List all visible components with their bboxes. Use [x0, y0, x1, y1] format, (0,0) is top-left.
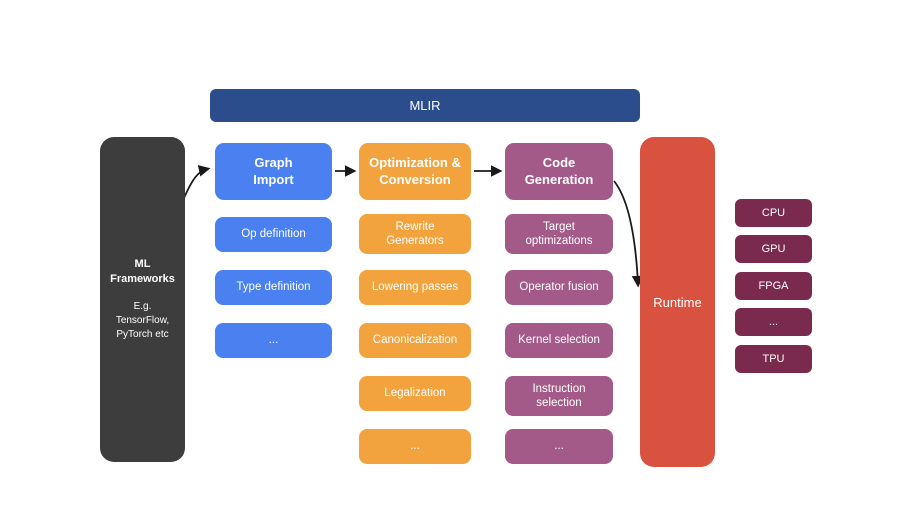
- ml-frameworks-box: ML Frameworks E.g. TensorFlow, PyTorch e…: [100, 137, 185, 462]
- ml-frameworks-title: ML Frameworks: [110, 258, 175, 285]
- code-generation-header: Code Generation: [505, 143, 613, 200]
- node-operator-fusion: Operator fusion: [505, 270, 613, 305]
- hardware-fpga: FPGA: [735, 272, 812, 300]
- hardware-cpu: CPU: [735, 199, 812, 227]
- ml-frameworks-subtitle: E.g. TensorFlow, PyTorch etc: [115, 300, 170, 340]
- graph-import-header: Graph Import: [215, 143, 332, 200]
- node-optimization-more: ...: [359, 429, 471, 464]
- node-legalization: Legalization: [359, 376, 471, 411]
- node-rewrite-generators: Rewrite Generators: [359, 214, 471, 254]
- node-codegen-more: ...: [505, 429, 613, 464]
- hardware-more: ...: [735, 308, 812, 336]
- node-canonicalization: Canonicalization: [359, 323, 471, 358]
- mlir-banner: MLIR: [210, 89, 640, 122]
- runtime-box: Runtime: [640, 137, 715, 467]
- hardware-tpu: TPU: [735, 345, 812, 373]
- hardware-gpu: GPU: [735, 235, 812, 263]
- node-instruction-selection: Instruction selection: [505, 376, 613, 416]
- node-kernel-selection: Kernel selection: [505, 323, 613, 358]
- node-op-definition: Op definition: [215, 217, 332, 252]
- node-lowering-passes: Lowering passes: [359, 270, 471, 305]
- arrow-frameworks-to-graph-import: [183, 165, 211, 199]
- node-graph-import-more: ...: [215, 323, 332, 358]
- node-target-optimizations: Target optimizations: [505, 214, 613, 254]
- arrow-codegen-to-runtime: [613, 180, 644, 288]
- optimization-conversion-header: Optimization & Conversion: [359, 143, 471, 200]
- node-type-definition: Type definition: [215, 270, 332, 305]
